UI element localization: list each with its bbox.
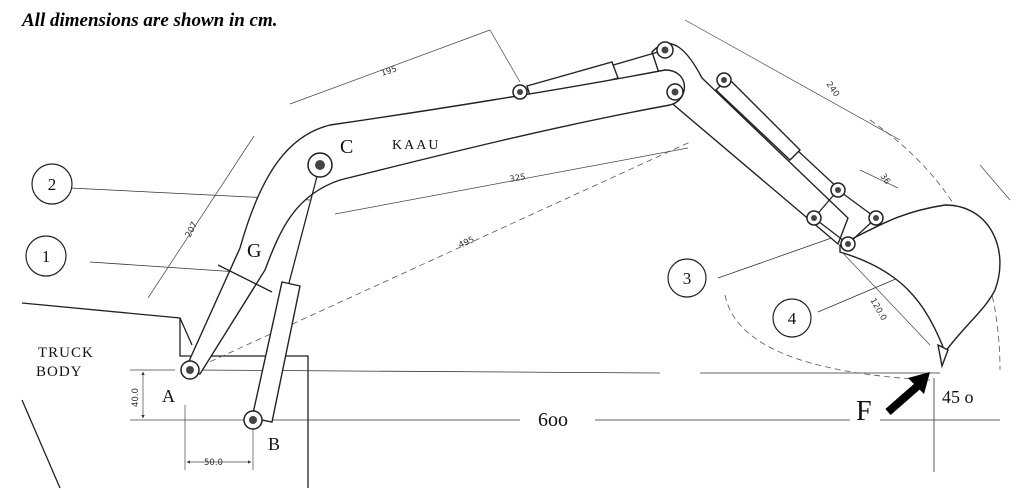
truck-body-outline [21, 302, 309, 489]
joint-pin-bucket-cyl [716, 72, 732, 88]
joint-pin-link-top [830, 182, 846, 198]
joint-label-a: A [162, 386, 175, 406]
boom [184, 69, 686, 375]
dim-240: 240 [824, 80, 842, 99]
truck-body-label-1: TRUCK [38, 345, 94, 361]
dim-120: 120.0 [867, 297, 888, 323]
dim-325: 325 [509, 172, 527, 185]
truck-body-label-2: BODY [36, 364, 83, 380]
force-arrow-head [908, 372, 930, 394]
bucket [839, 204, 1001, 354]
joint-pin-bucket [840, 236, 856, 252]
joint-pin-c [307, 152, 333, 178]
joint-pin-a [180, 360, 200, 380]
joint-label-g: G [247, 240, 261, 262]
callout-1-number: 1 [42, 247, 51, 266]
dimensions-note: All dimensions are shown in cm. [22, 10, 278, 31]
callout-2-number: 2 [48, 175, 57, 194]
lift-cylinder [251, 164, 321, 423]
bucket-tooth [937, 343, 949, 369]
callout-3-number: 3 [683, 269, 692, 288]
dim-495: 495 [457, 235, 476, 251]
callout-4 [772, 298, 812, 338]
callout-4-number: 4 [788, 309, 797, 328]
dim-207: 207 [184, 220, 200, 239]
joint-label-b: B [268, 434, 280, 454]
joint-pin-b [243, 410, 263, 430]
dim-195: 195 [380, 64, 399, 79]
callout-3 [667, 258, 707, 298]
joint-pin-link-right [868, 210, 884, 226]
dim-40: 40.0 [131, 388, 141, 407]
dim-45-degrees: 45 o [942, 387, 974, 407]
joint-pin-cylinder-base [512, 84, 528, 100]
dim-600: 6oo [538, 409, 568, 431]
callout-2 [31, 163, 73, 205]
force-label-f: F [856, 396, 872, 427]
joint-pin-boom-tip [666, 83, 684, 101]
callout-1 [25, 235, 67, 277]
force-arrow [885, 380, 923, 416]
joint-pin-boom-top [656, 41, 674, 59]
dimension-lines [130, 19, 1011, 470]
joint-pin-link-left [806, 210, 822, 226]
joint-label-c: C [340, 136, 353, 158]
boom-label: KAAU [392, 138, 440, 153]
dim-50: 50.0 [204, 458, 223, 468]
section-line-g [217, 264, 273, 293]
